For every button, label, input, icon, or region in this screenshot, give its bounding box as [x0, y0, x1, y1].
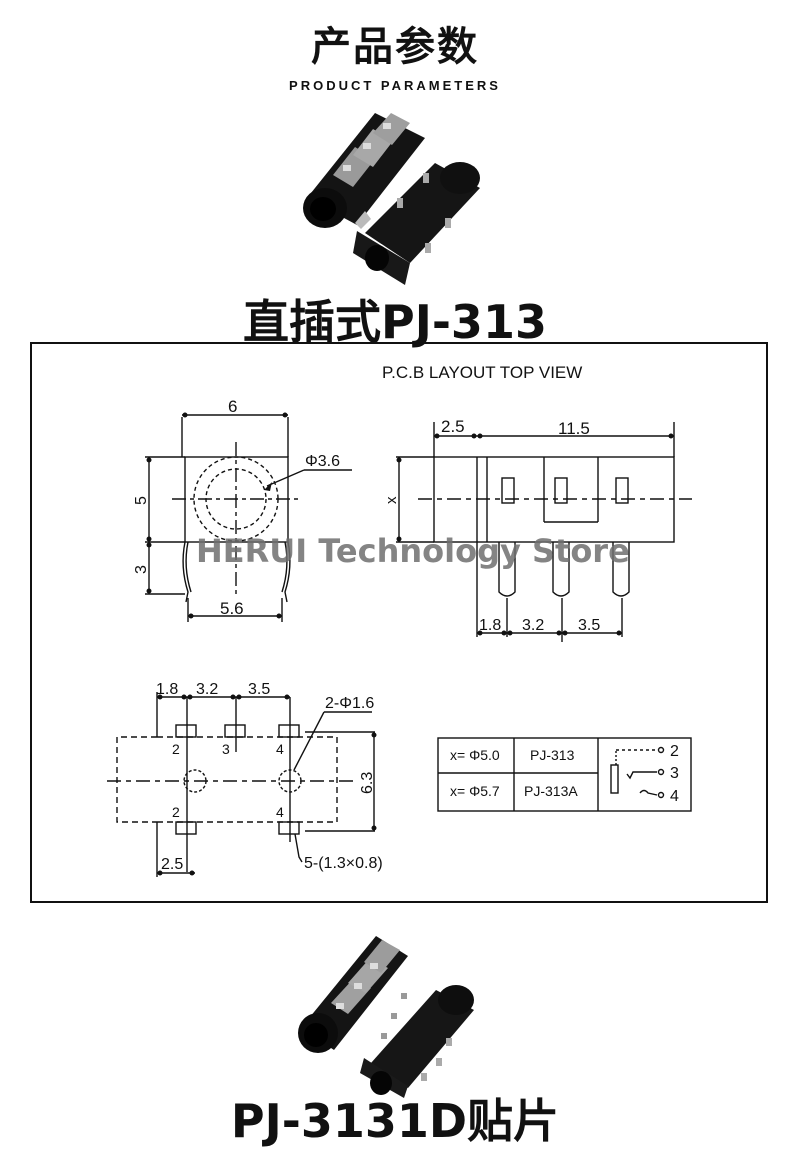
variant-model-2: PJ-313A — [524, 783, 578, 799]
dim-body-length: 11.5 — [558, 419, 590, 438]
dim-side-pitch-1: 1.8 — [479, 617, 501, 634]
schematic-pin-4: 4 — [670, 788, 679, 805]
view-label: P.C.B LAYOUT TOP VIEW — [382, 363, 582, 382]
dim-pin-span: 5.6 — [220, 599, 244, 618]
dim-height-x: x — [383, 496, 400, 504]
variant-x-1: x= Φ5.0 — [450, 747, 500, 763]
dim-row-spacing: 6.3 — [359, 772, 376, 794]
variant-x-2: x= Φ5.7 — [450, 783, 500, 799]
dim-side-pitch-3: 3.5 — [578, 617, 600, 634]
dim-front-width: 6 — [228, 397, 237, 416]
dim-mount-holes: 2-Φ1.6 — [325, 695, 374, 712]
pin-label-4-bottom: 4 — [276, 804, 284, 820]
pin-label-2-bottom: 2 — [172, 804, 180, 820]
store-watermark: HERUI Technology Store — [196, 532, 630, 570]
dim-hole-diameter: Φ3.6 — [305, 453, 340, 470]
product-photo-through-hole — [295, 103, 495, 288]
dim-pcb-pitch-2: 3.2 — [196, 681, 218, 698]
dim-pcb-pitch-1: 1.8 — [156, 681, 178, 698]
section-title: 产品参数 — [311, 24, 479, 70]
model-title-pj3131d: PJ-3131D贴片 — [230, 1094, 560, 1148]
schematic-pin-2: 2 — [670, 743, 679, 760]
dim-front-height: 5 — [133, 496, 150, 505]
dim-pin-length: 3 — [133, 565, 150, 574]
dim-pcb-pitch-3: 3.5 — [248, 681, 270, 698]
pin-label-2-top: 2 — [172, 741, 180, 757]
schematic-pin-3: 3 — [670, 765, 679, 782]
dimension-drawing: P.C.B LAYOUT TOP VIEW 6 Φ3.6 5 3 5.6 2.5… — [107, 363, 692, 877]
dim-side-pitch-2: 3.2 — [522, 617, 544, 634]
dim-pad-size: 5-(1.3×0.8) — [304, 855, 383, 872]
technical-drawing-panel: P.C.B LAYOUT TOP VIEW 6 Φ3.6 5 3 5.6 2.5… — [30, 342, 768, 903]
variant-model-1: PJ-313 — [530, 747, 575, 763]
dim-front-offset: 2.5 — [441, 417, 465, 436]
product-photo-smd — [296, 928, 496, 1098]
section-subtitle: PRODUCT PARAMETERS — [289, 78, 501, 93]
pin-label-4-top: 4 — [276, 741, 284, 757]
dim-pcb-offset: 2.5 — [161, 856, 183, 873]
model-title-pj313: 直插式PJ-313 — [243, 295, 547, 349]
pin-label-3-top: 3 — [222, 741, 230, 757]
